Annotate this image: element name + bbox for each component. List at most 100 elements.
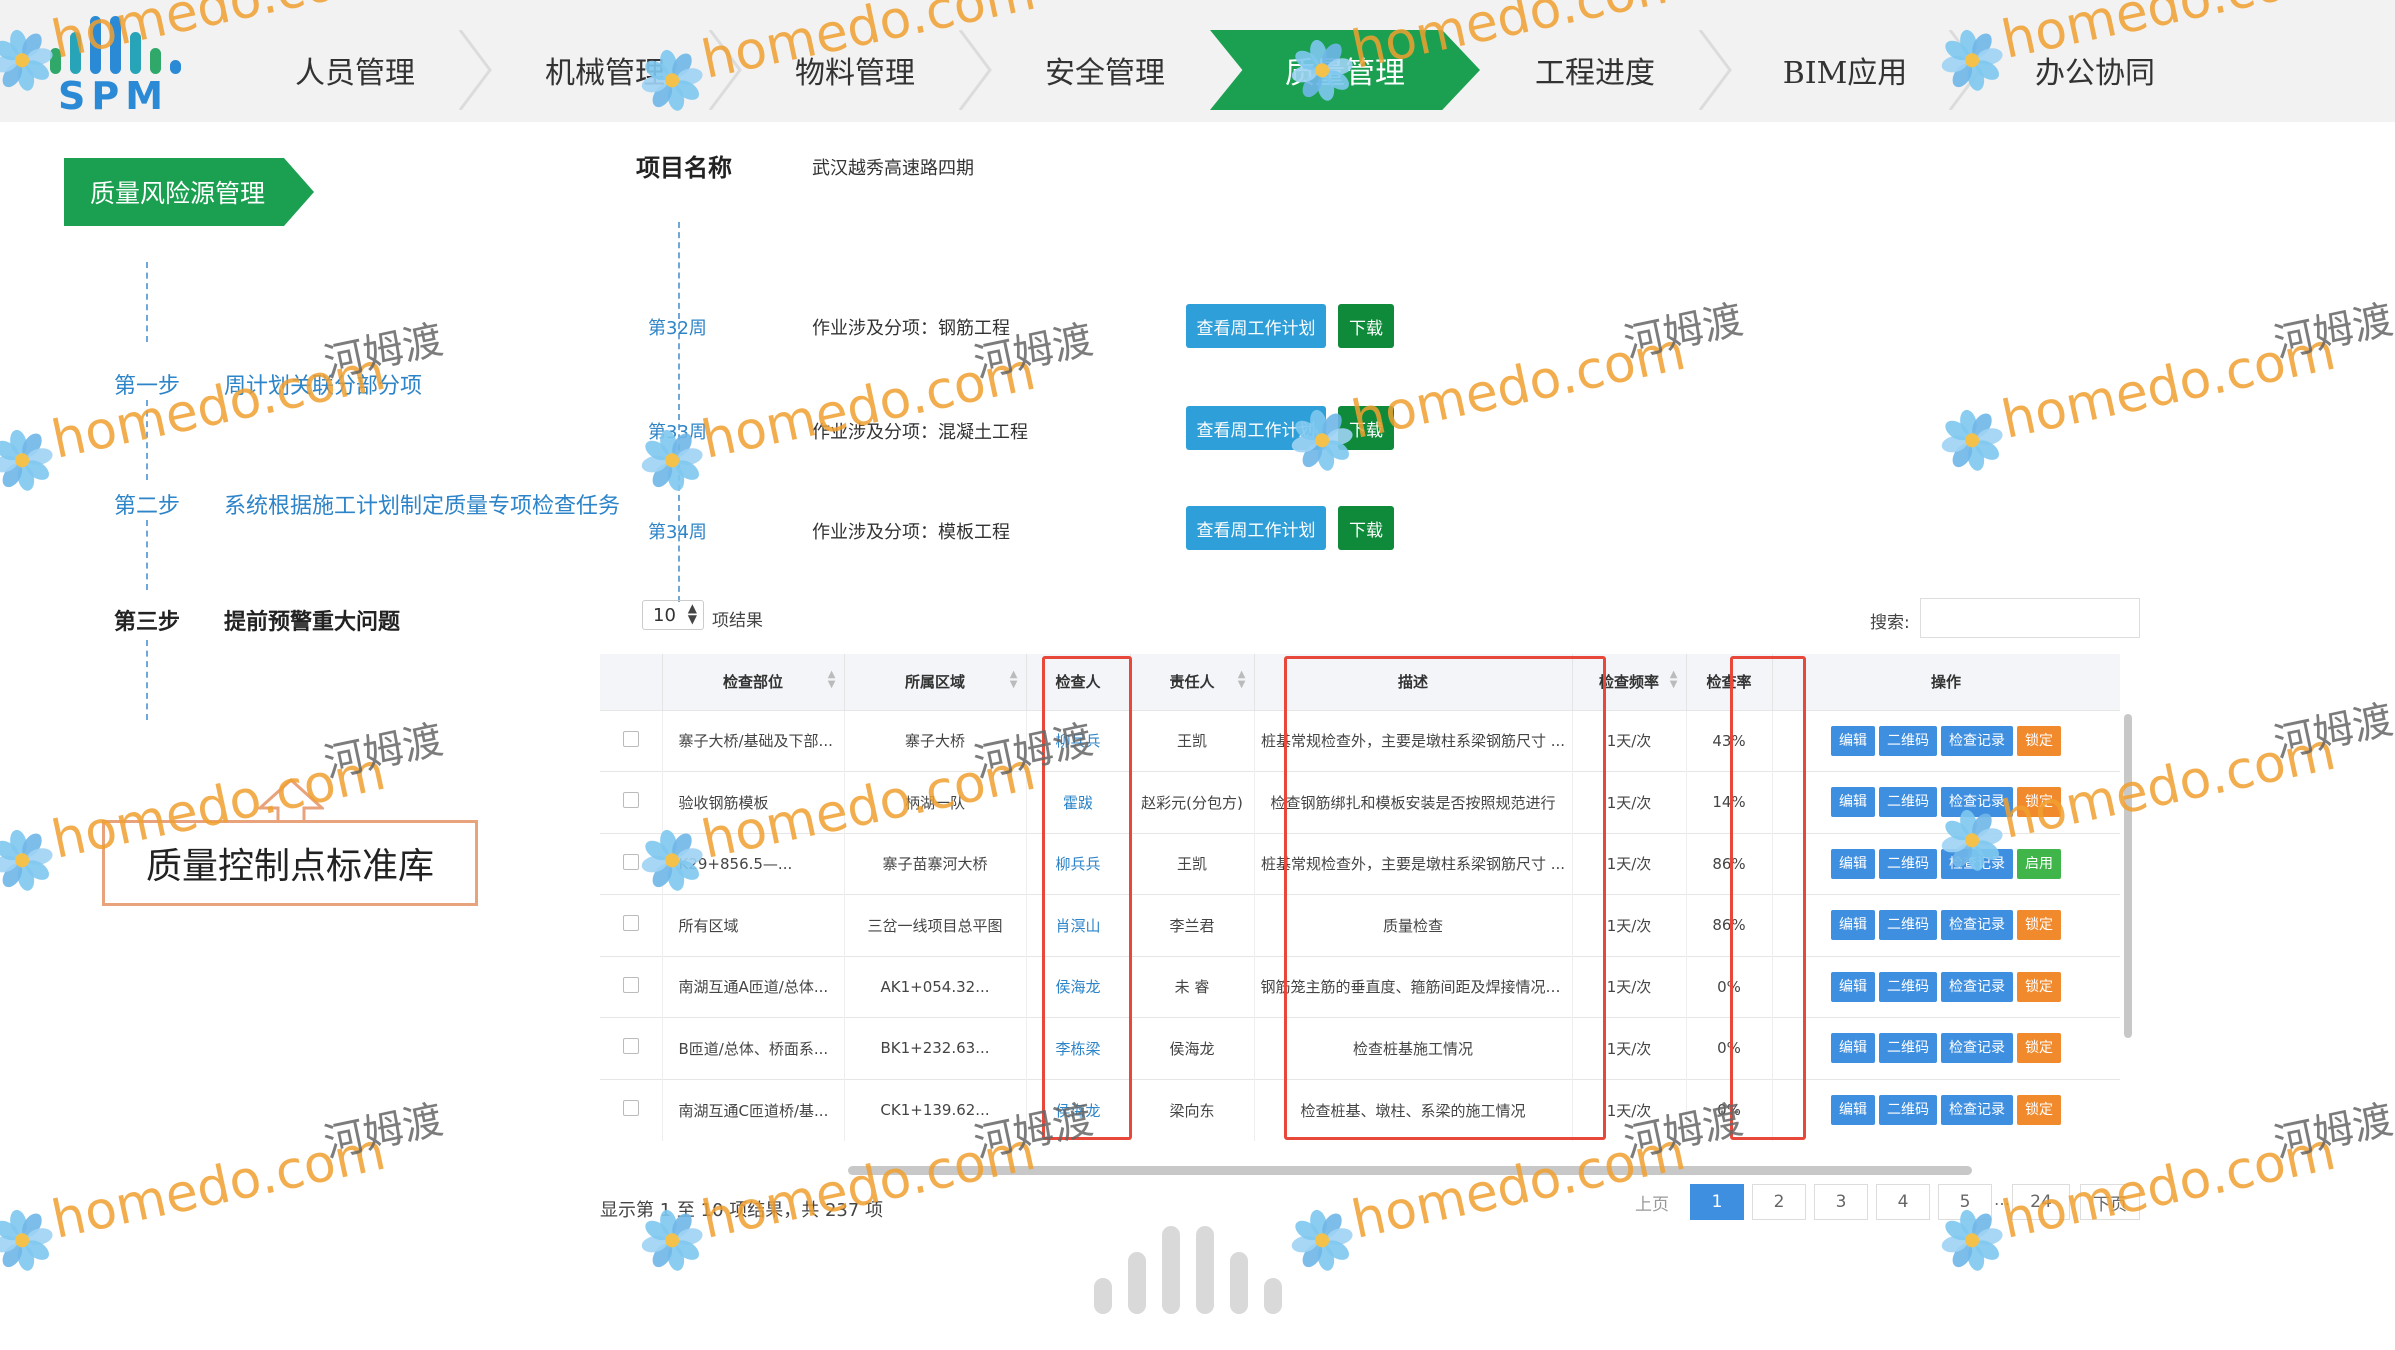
qrcode-button[interactable]: 二维码 [1879, 725, 1937, 756]
lock-button[interactable]: 锁定 [2017, 725, 2061, 756]
step-3: 第三步提前预警重大问题 [114, 610, 401, 635]
lock-button[interactable]: 锁定 [2017, 1095, 2061, 1125]
column-header-frequency[interactable]: 检查频率▲▼ [1572, 654, 1687, 710]
row-checkbox[interactable] [622, 730, 639, 747]
row-checkbox[interactable] [622, 1038, 639, 1055]
column-header-location[interactable]: 检查部位▲▼ [662, 654, 845, 710]
row-checkbox-cell [600, 1078, 663, 1141]
page-size-select[interactable]: 10 ▲▼ [642, 600, 704, 630]
step-1: 第一步周计划关联分部分项 [114, 374, 423, 399]
row-checkbox[interactable] [622, 1100, 639, 1116]
inspection-record-button[interactable]: 检查记录 [1941, 1033, 2013, 1064]
column-header-rate[interactable]: 检查率 [1686, 654, 1773, 710]
work-item: 作业涉及分项：混凝土工程 [812, 422, 1028, 443]
qrcode-button[interactable]: 二维码 [1879, 1095, 1937, 1125]
column-header-responsible[interactable]: 责任人▲▼ [1130, 654, 1255, 710]
search-input[interactable] [1920, 598, 2140, 638]
watermark-site: homedo.com [696, 341, 1041, 471]
edit-button[interactable]: 编辑 [1831, 910, 1875, 941]
quality-control-standard-library[interactable]: 质量控制点标准库 [102, 820, 478, 906]
work-item: 作业涉及分项：模板工程 [812, 522, 1010, 543]
inspection-record-button[interactable]: 检查记录 [1941, 787, 2013, 818]
table-row[interactable]: B匝道/总体、桥面系...BK1+232.63...李栋梁侯海龙检查桩基施工情况… [600, 1017, 2120, 1079]
enable-button[interactable]: 启用 [2017, 848, 2061, 879]
description-cell: 质量检查 [1254, 894, 1573, 956]
flower-logo-icon [0, 829, 53, 891]
table-horizontal-scrollbar[interactable] [848, 1166, 1972, 1175]
column-header-description[interactable]: 描述 [1254, 654, 1573, 710]
row-checkbox[interactable] [622, 915, 639, 932]
responsible-cell: 李兰君 [1130, 894, 1255, 956]
qrcode-button[interactable]: 二维码 [1879, 971, 1937, 1002]
location-cell: 寨子大桥/基础及下部... [662, 709, 845, 772]
download-button[interactable]: 下载 [1338, 406, 1394, 450]
tab-quality[interactable]: 质量管理 [1210, 30, 1480, 110]
download-button[interactable]: 下载 [1338, 506, 1394, 550]
page-button-1[interactable]: 1 [1690, 1184, 1744, 1220]
row-checkbox-cell [600, 894, 663, 956]
column-header-area[interactable]: 所属区域▲▼ [844, 654, 1027, 710]
description-highlight-box [1284, 656, 1606, 1140]
edit-button[interactable]: 编辑 [1831, 971, 1875, 1002]
tab-office[interactable]: 办公协同 [2035, 56, 2155, 91]
row-checkbox[interactable] [622, 792, 639, 809]
download-button[interactable]: 下载 [1338, 304, 1394, 348]
inspection-record-button[interactable]: 检查记录 [1941, 1095, 2013, 1125]
quality-risk-tag[interactable]: 质量风险源管理 [64, 158, 314, 226]
qrcode-button[interactable]: 二维码 [1879, 848, 1937, 879]
table-row[interactable]: K29+856.5—...寨子苗寨河大桥柳兵兵王凯桩基常规检查外，主要是墩柱系梁… [600, 832, 2120, 895]
prev-page-button[interactable]: 上页 [1624, 1184, 1680, 1220]
page-button-3[interactable]: 3 [1814, 1184, 1868, 1220]
frequency-cell: 1天/次 [1572, 894, 1687, 956]
view-weekly-plan-button[interactable]: 查看周工作计划 [1186, 304, 1326, 348]
edit-button[interactable]: 编辑 [1831, 1095, 1875, 1125]
tab-machinery[interactable]: 机械管理 [470, 30, 742, 110]
row-checkbox[interactable] [622, 976, 639, 993]
qrcode-button[interactable]: 二维码 [1879, 1033, 1937, 1064]
spm-logo[interactable]: SPM [50, 14, 210, 118]
inspection-record-button[interactable]: 检查记录 [1941, 848, 2013, 879]
tab-bim[interactable]: BIM应用 [1710, 30, 1982, 110]
watermark-site: homedo.com [46, 341, 391, 471]
responsible-cell: 梁向东 [1130, 1078, 1255, 1141]
view-weekly-plan-button[interactable]: 查看周工作计划 [1186, 406, 1326, 450]
tab-safety[interactable]: 安全管理 [1045, 56, 1165, 91]
inspection-record-button[interactable]: 检查记录 [1941, 971, 2013, 1002]
edit-button[interactable]: 编辑 [1831, 1033, 1875, 1064]
edit-button[interactable]: 编辑 [1831, 787, 1875, 818]
edit-button[interactable]: 编辑 [1831, 848, 1875, 879]
row-checkbox-cell [600, 955, 663, 1018]
logo-bars-icon [50, 14, 200, 74]
page-button-4[interactable]: 4 [1876, 1184, 1930, 1220]
watermark-site: homedo.com [1996, 321, 2341, 451]
page-button-2[interactable]: 2 [1752, 1184, 1806, 1220]
frequency-cell: 1天/次 [1572, 1078, 1687, 1141]
lock-button[interactable]: 锁定 [2017, 971, 2061, 1002]
inspection-record-button[interactable]: 检查记录 [1941, 910, 2013, 941]
lock-button[interactable]: 锁定 [2017, 1033, 2061, 1064]
page-button-5[interactable]: 5 [1938, 1184, 1992, 1220]
location-cell: 所有区域 [662, 894, 845, 956]
area-cell: 柄湖一队 [844, 771, 1027, 833]
rate-cell: 86% [1686, 832, 1773, 895]
qrcode-button[interactable]: 二维码 [1879, 910, 1937, 941]
lock-button[interactable]: 锁定 [2017, 910, 2061, 941]
tab-personnel[interactable]: 人员管理 [220, 30, 492, 110]
qrcode-button[interactable]: 二维码 [1879, 787, 1937, 818]
next-page-button[interactable]: 下页 [2080, 1184, 2140, 1220]
step-connector [146, 640, 148, 720]
row-checkbox[interactable] [622, 853, 639, 870]
tab-progress[interactable]: 工程进度 [1460, 30, 1732, 110]
sort-icon: ▲▼ [827, 669, 836, 690]
lock-button[interactable]: 锁定 [2017, 787, 2061, 818]
table-vertical-scrollbar[interactable] [2124, 714, 2132, 1038]
tab-materials[interactable]: 物料管理 [720, 30, 992, 110]
view-weekly-plan-button[interactable]: 查看周工作计划 [1186, 506, 1326, 550]
edit-button[interactable]: 编辑 [1831, 725, 1875, 756]
table-row[interactable]: 寨子大桥/基础及下部...寨子大桥柳兵兵王凯桩基常规检查外，主要是墩柱系梁钢筋尺… [600, 709, 2120, 772]
table-row[interactable]: 南湖互通C匝道桥/基...CK1+139.62...侯海龙梁向东检查桩基、墩柱、… [600, 1078, 2120, 1141]
inspection-record-button[interactable]: 检查记录 [1941, 725, 2013, 756]
page-button-last[interactable]: 24 [2012, 1184, 2070, 1220]
